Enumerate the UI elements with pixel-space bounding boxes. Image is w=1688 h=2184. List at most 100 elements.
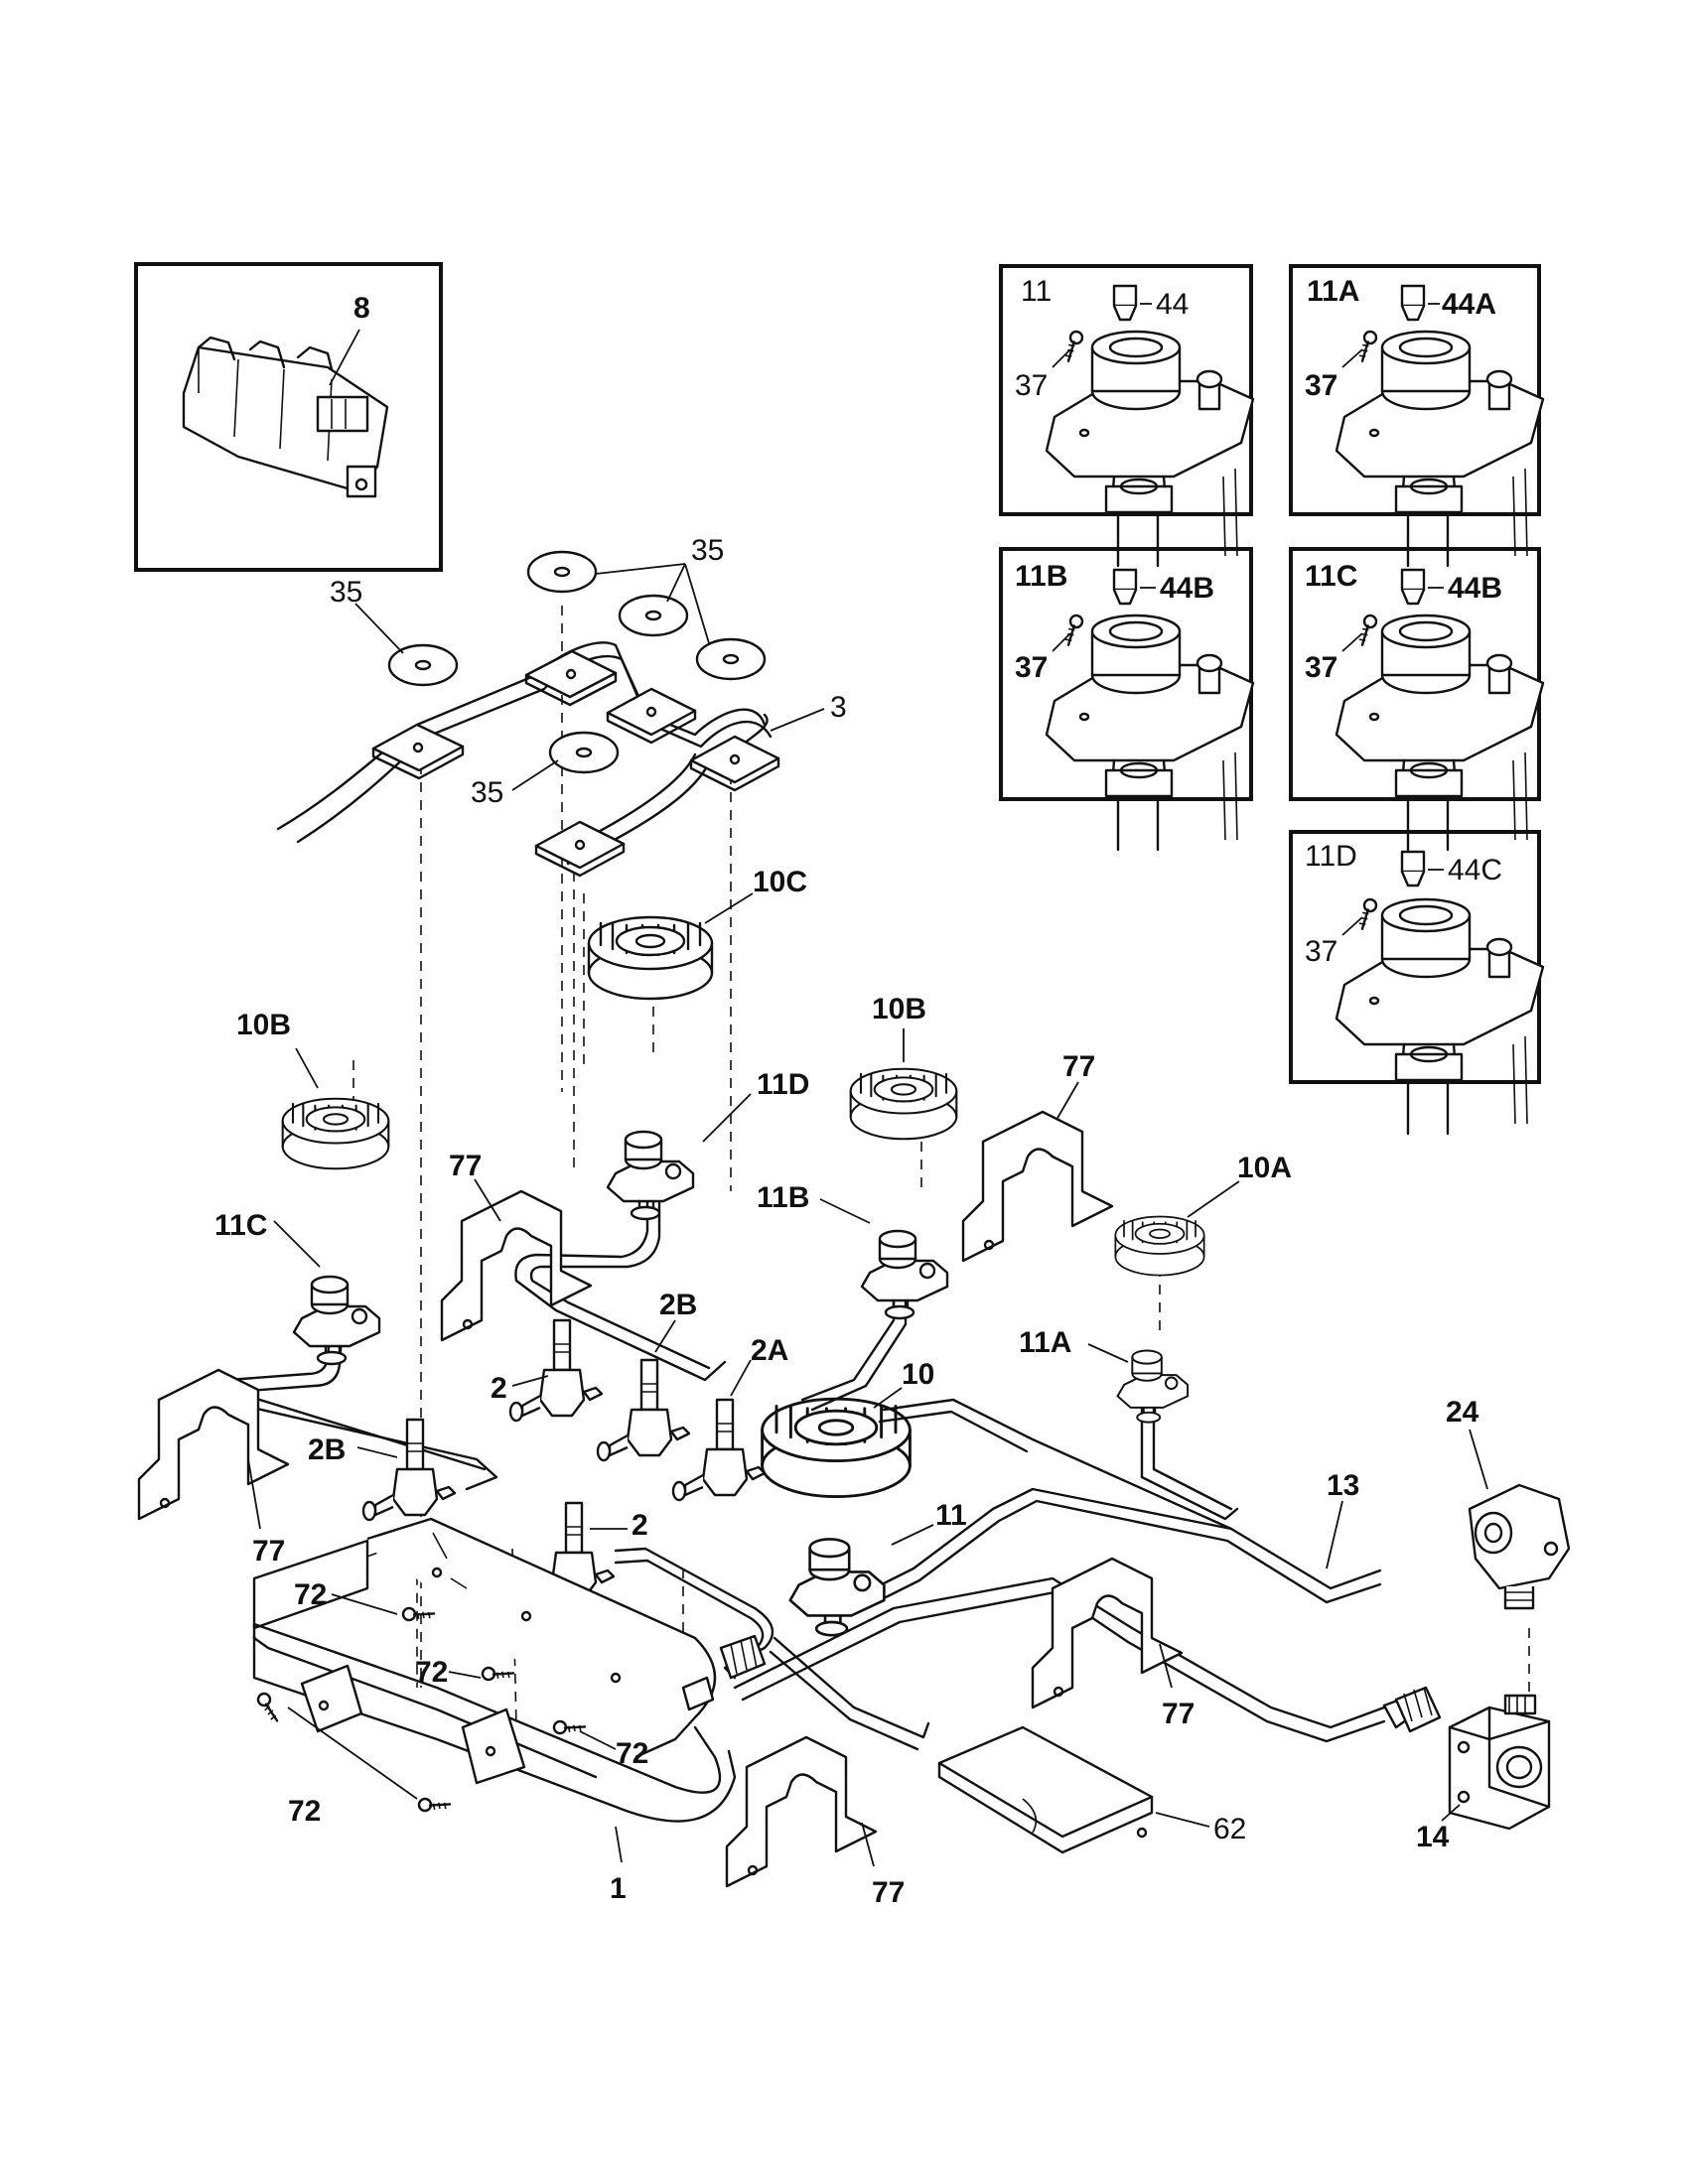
inset-11a-screw-label: 37 <box>1305 369 1337 402</box>
label-2b-left: 2B <box>308 1433 346 1466</box>
burner-base-11d <box>606 1130 695 1221</box>
leader-3 <box>770 708 825 732</box>
label-72c: 72 <box>616 1737 648 1770</box>
leader-11b <box>819 1198 871 1224</box>
burner-base-11c <box>292 1275 381 1366</box>
inset-11-injector-label: 44 <box>1156 288 1189 321</box>
inset-11-screw-label: 37 <box>1015 369 1048 402</box>
leader-2b-mid <box>654 1319 676 1353</box>
label-2a: 2A <box>751 1334 788 1367</box>
burner-cap-10b-left <box>281 1097 390 1170</box>
label-62: 62 <box>1213 1813 1246 1845</box>
inset-11b-injector-label: 44B <box>1160 572 1214 605</box>
label-3: 3 <box>830 691 847 724</box>
inset-11: 11 44 37 <box>999 264 1255 568</box>
leader-35c <box>511 759 559 791</box>
leader-72c <box>579 1730 617 1750</box>
label-77c: 77 <box>252 1535 285 1568</box>
leader-1 <box>615 1826 623 1863</box>
cover-62 <box>937 1725 1154 1854</box>
label-2-lower: 2 <box>632 1509 648 1542</box>
inset-11d-injector-label: 44C <box>1448 854 1502 887</box>
inset-11-title: 11 <box>1021 275 1052 308</box>
label-35b: 35 <box>691 534 724 567</box>
inset-11d: 11D 44C 37 <box>1289 830 1545 1136</box>
label-11c: 11C <box>214 1209 267 1242</box>
label-77d: 77 <box>1162 1698 1195 1730</box>
label-35c: 35 <box>471 776 503 809</box>
label-11d: 11D <box>757 1068 809 1101</box>
leader-8 <box>329 329 360 386</box>
inset-11c-screw-label: 37 <box>1305 651 1337 684</box>
leader-13 <box>1326 1500 1343 1570</box>
burner-cap-10c <box>587 915 714 1001</box>
valve-2b-left <box>361 1418 457 1522</box>
inset-11d-title: 11D <box>1305 840 1357 873</box>
burner-cap-10a <box>1114 1215 1205 1277</box>
label-2b-mid: 2B <box>659 1289 697 1321</box>
leader-77c <box>247 1458 261 1530</box>
bracket-77-bottom <box>725 1735 878 1888</box>
leader-10a <box>1187 1180 1240 1218</box>
burner-cap-10b-mid <box>849 1067 958 1141</box>
label-24: 24 <box>1446 1396 1479 1429</box>
label-77b: 77 <box>1062 1050 1095 1083</box>
inlet-elbow-24 <box>1468 1483 1571 1610</box>
label-35a: 35 <box>330 576 362 609</box>
label-10a: 10A <box>1237 1152 1292 1184</box>
leader-72b <box>448 1671 482 1679</box>
bracket-77-left <box>137 1368 290 1521</box>
inset-11d-screw-label: 37 <box>1305 935 1337 968</box>
valve-2a <box>671 1398 767 1502</box>
leader-72a <box>331 1593 398 1615</box>
inset-11a-title: 11A <box>1307 275 1359 308</box>
label-72d: 72 <box>288 1795 321 1828</box>
pressure-regulator-14 <box>1448 1694 1551 1831</box>
label-13: 13 <box>1327 1469 1359 1502</box>
leader-2a <box>730 1359 752 1397</box>
manifold-1 <box>252 1517 737 1823</box>
leader-11 <box>891 1524 934 1546</box>
leader-35a <box>354 603 404 654</box>
valve-2-upper <box>508 1318 604 1423</box>
leader-11d <box>702 1093 752 1143</box>
leader-10 <box>873 1387 903 1409</box>
label-1: 1 <box>610 1872 627 1905</box>
inset-11b-screw-label: 37 <box>1015 651 1048 684</box>
label-14: 14 <box>1416 1821 1450 1853</box>
leader-14 <box>1441 1804 1461 1822</box>
burner-cap-10 <box>761 1397 912 1499</box>
leader-10c <box>704 892 754 924</box>
label-11a: 11A <box>1019 1326 1071 1359</box>
leader-77b <box>1055 1081 1079 1121</box>
leader-77d <box>1159 1643 1173 1689</box>
spark-module-inset-frame <box>134 262 443 572</box>
label-10b-mid: 10B <box>872 993 926 1025</box>
leader-10b-left <box>295 1047 319 1089</box>
spark-electrode-pads <box>371 649 780 878</box>
leader-62 <box>1155 1812 1210 1828</box>
leader-24 <box>1469 1429 1488 1490</box>
label-77a: 77 <box>449 1150 482 1182</box>
valve-2b-mid <box>596 1358 691 1462</box>
label-72a: 72 <box>294 1578 327 1611</box>
leader-11c <box>273 1220 321 1268</box>
label-72b: 72 <box>415 1656 448 1689</box>
leader-77a <box>474 1178 501 1222</box>
inset-11c-injector-label: 44B <box>1448 572 1502 605</box>
inset-11a-injector-label: 44A <box>1442 288 1496 321</box>
leader-11a <box>1087 1343 1129 1363</box>
leader-72d <box>287 1706 418 1800</box>
leader-2b-left <box>356 1446 398 1458</box>
leader-35b <box>595 563 710 644</box>
label-11: 11 <box>935 1499 967 1532</box>
spark-module <box>182 336 389 498</box>
inset-11c-title: 11C <box>1305 560 1357 593</box>
label-11b: 11B <box>757 1181 809 1214</box>
bracket-77-right <box>961 1110 1114 1263</box>
inset-11b: 11B 44B 37 <box>999 547 1255 852</box>
main-manifold-pipe <box>719 1576 1442 1743</box>
label-10: 10 <box>902 1358 934 1391</box>
label-2-upper: 2 <box>491 1372 507 1405</box>
